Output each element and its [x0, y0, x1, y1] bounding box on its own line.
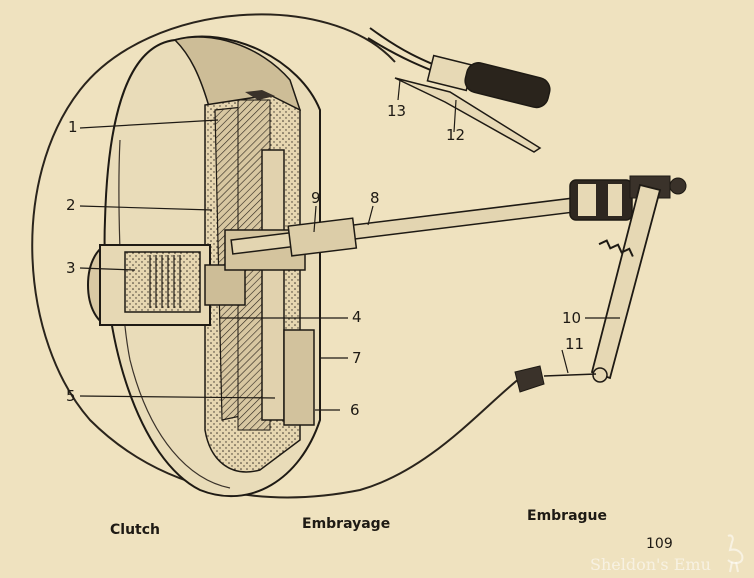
- page-number: 109: [646, 536, 673, 552]
- part-number-label: 1: [68, 118, 78, 136]
- handlebar-grip: [367, 27, 551, 153]
- part-number-label: 9: [311, 189, 321, 207]
- caption-spanish: Embrague: [527, 508, 608, 524]
- part-number-label: 12: [446, 126, 466, 144]
- caption-english: Clutch: [110, 522, 160, 538]
- part-number-label: 3: [66, 259, 76, 277]
- part-number-label: 5: [66, 387, 76, 405]
- part-number-label: 4: [352, 308, 362, 326]
- part-number-label: 13: [387, 102, 407, 120]
- adjuster-assembly: [569, 175, 687, 221]
- clutch-lever-arm: [590, 183, 662, 380]
- emu-bird-icon: [727, 534, 744, 573]
- part-number-label: 7: [352, 349, 362, 367]
- part-number-label: 10: [562, 309, 582, 327]
- rod-sleeve: [287, 217, 358, 257]
- return-spring: [598, 239, 634, 257]
- part-number-label: 8: [370, 189, 380, 207]
- part-number-label: 11: [565, 335, 585, 353]
- part-number-label: 2: [66, 196, 76, 214]
- part-number-label: 6: [350, 401, 360, 419]
- clutch-cable: [31, 13, 521, 499]
- watermark-text: Sheldon's Emu: [590, 555, 711, 574]
- caption-french: Embrayage: [302, 516, 391, 532]
